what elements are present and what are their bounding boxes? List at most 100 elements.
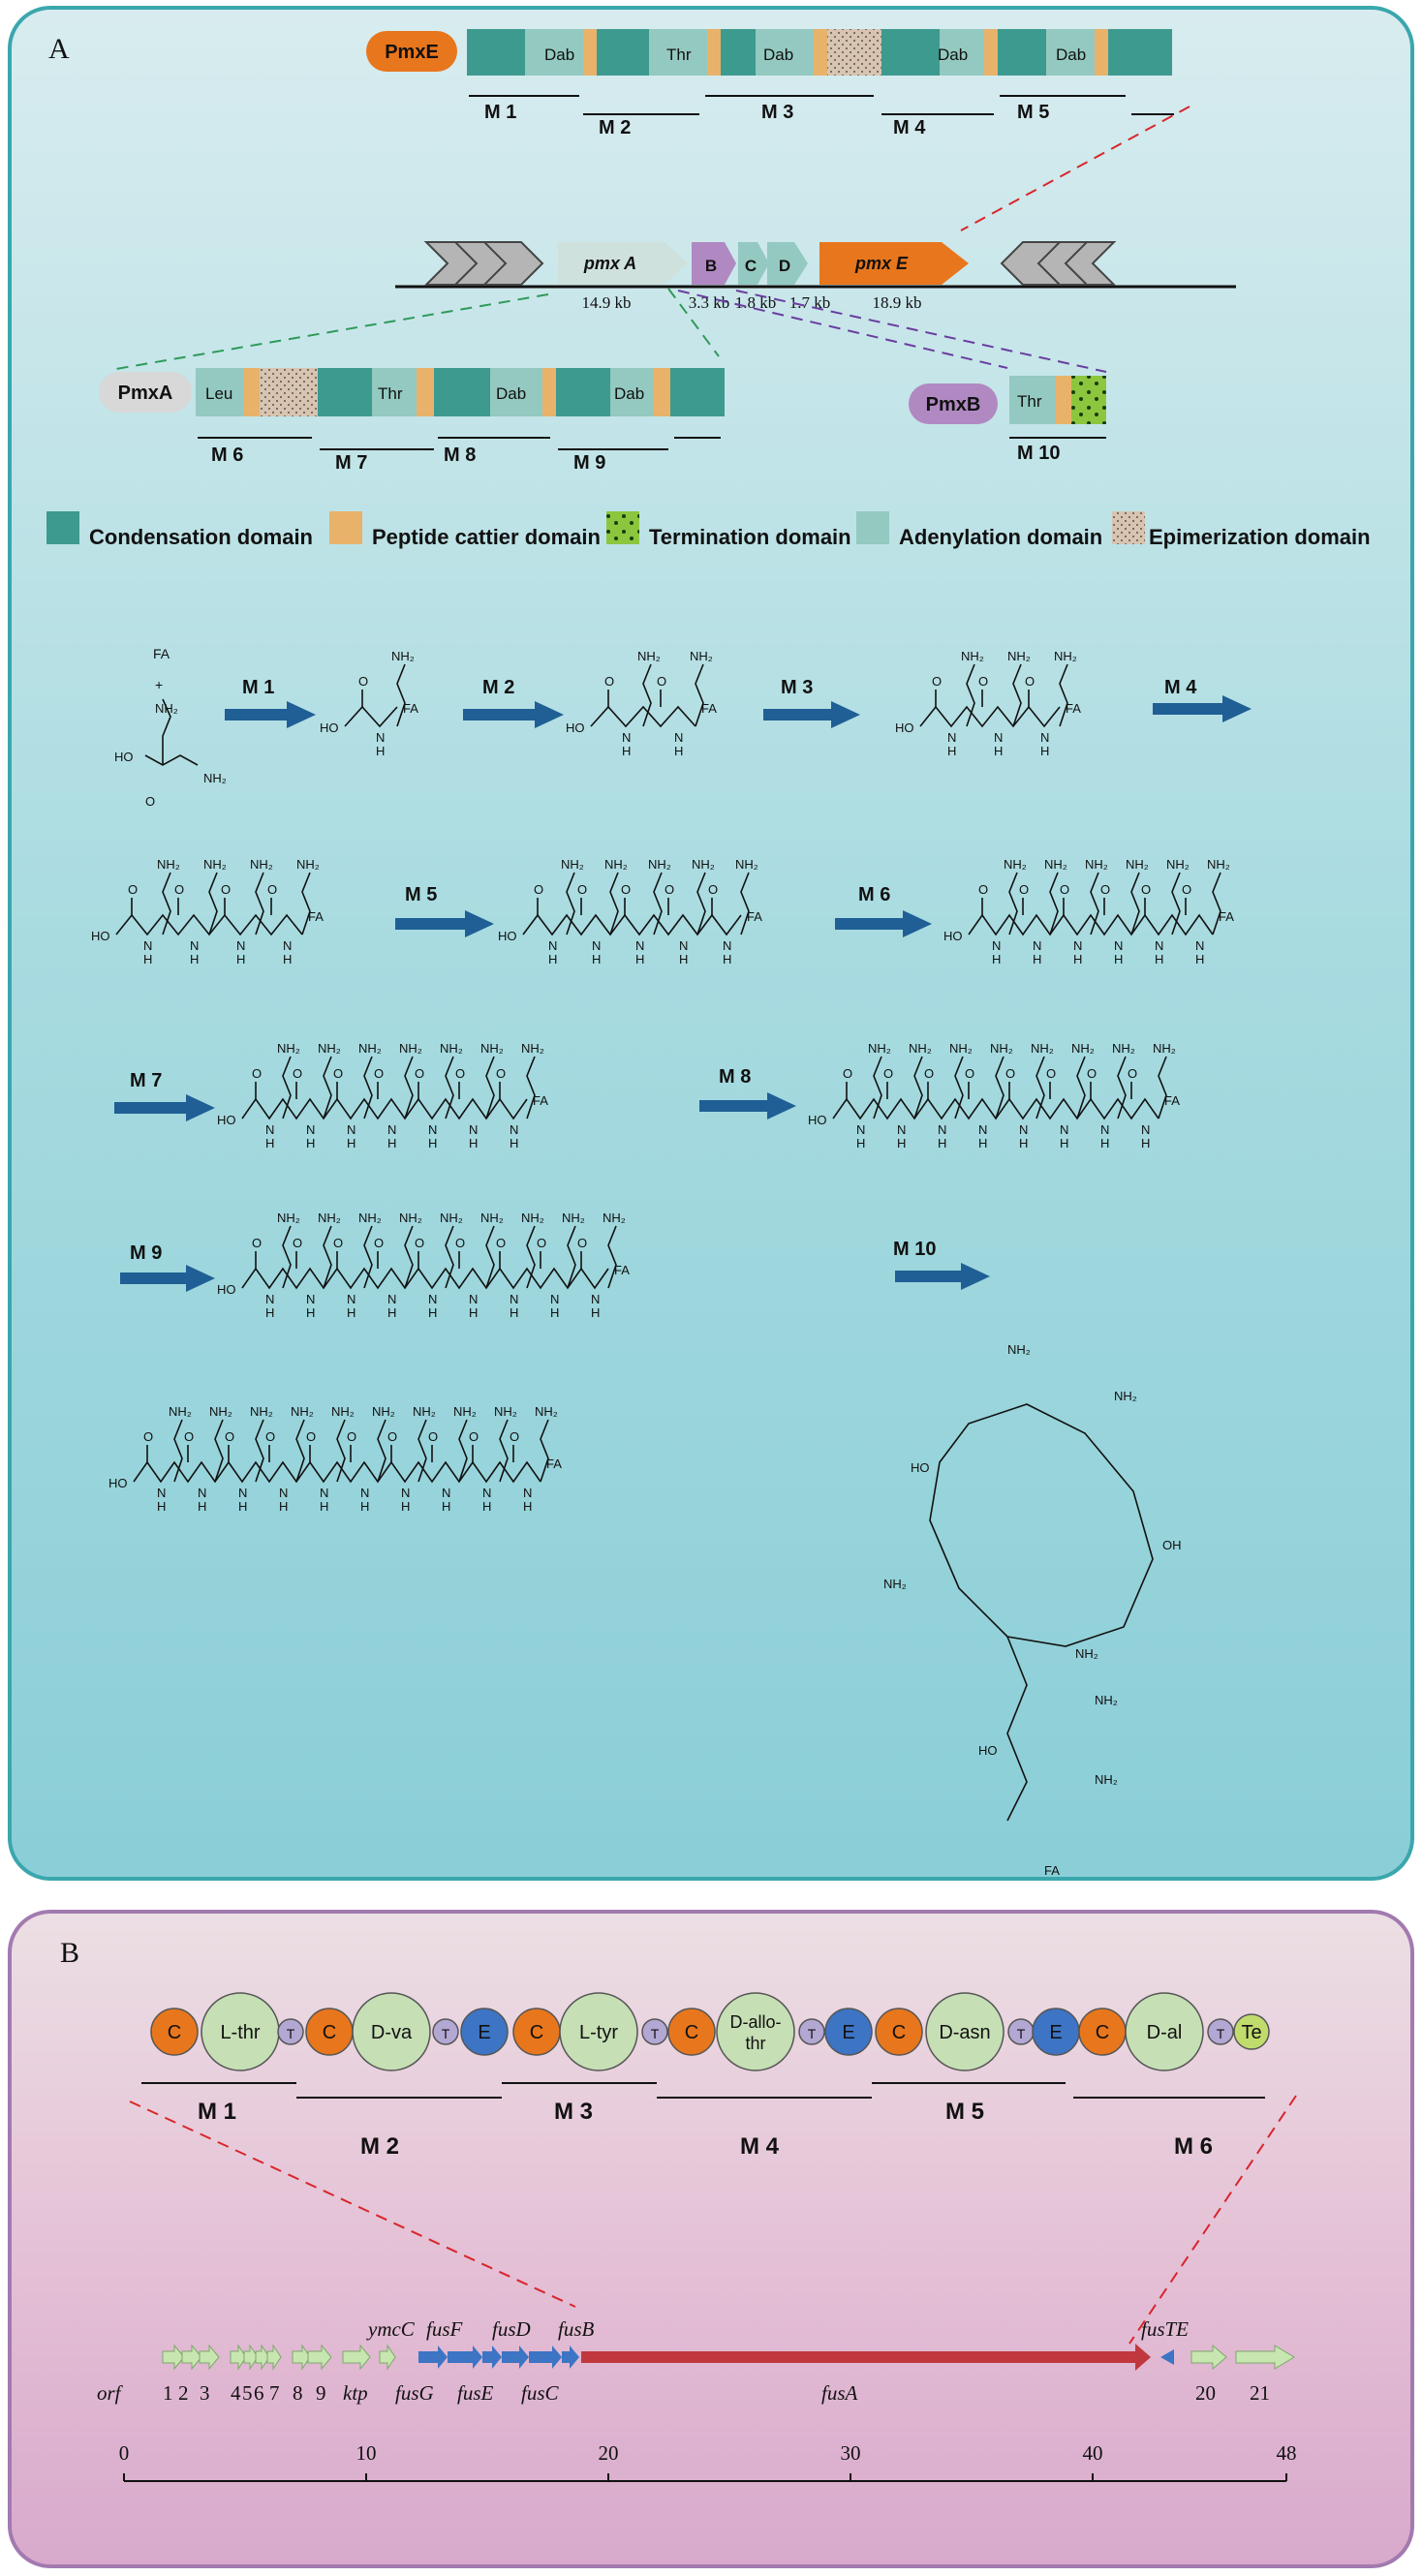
m3-product-n-2: N: [1040, 730, 1049, 745]
label-orf-1: 1: [163, 2381, 173, 2405]
m2-product-side-1: [695, 663, 704, 727]
m9-product-h-8: H: [591, 1305, 600, 1320]
adenylation-domain: [372, 368, 417, 416]
m7-product-n-5: N: [469, 1122, 478, 1137]
m7-product-n-0: N: [265, 1122, 274, 1137]
m5-product-side-2: [653, 872, 663, 935]
m8-product-nh2-5: NH₂: [1071, 1041, 1095, 1056]
m10-product-side-1: [214, 1419, 224, 1483]
nrps-domain-label-10: C: [685, 2022, 698, 2043]
pathway-label-m4: M 4: [1164, 677, 1197, 698]
m4-product-h-1: H: [190, 952, 199, 966]
size-pmxD: 1.7 kb: [789, 293, 831, 312]
m8-product-h-6: H: [1100, 1136, 1109, 1150]
m6-product-side-3: [1130, 872, 1140, 935]
adenylation-domain: [1046, 29, 1095, 76]
m10-product-n-5: N: [360, 1486, 369, 1500]
nrps-domain-label-14: C: [892, 2022, 906, 2043]
pmx-gene-cluster: pmx A B C D pmx E 14.9 kb 3.3 kb 1.8 kb …: [109, 106, 1236, 373]
m8-product-nh2-3: NH₂: [990, 1041, 1013, 1056]
m6-product-h-5: H: [1195, 952, 1204, 966]
nrps-domain-label-1: L-thr: [220, 2022, 260, 2043]
m2-product-o-0: O: [604, 674, 614, 689]
pathway-arrow-7: [114, 1094, 215, 1121]
m8-product-side-1: [913, 1056, 923, 1119]
m7-product-o-2: O: [333, 1066, 343, 1081]
m6-product-side-4: [1171, 872, 1181, 935]
label-orf-4: 4: [231, 2381, 241, 2405]
legend-termination: Termination domain: [649, 525, 851, 549]
plus-sign: +: [155, 677, 163, 692]
m10-product-o-3: O: [265, 1429, 275, 1444]
m7-product-h-2: H: [347, 1136, 356, 1150]
nrps-domain-2: [277, 2018, 304, 2045]
m4-product-nh2-0: NH₂: [157, 857, 180, 872]
m10-product-n-8: N: [482, 1486, 491, 1500]
legend-swatch-condensation: [46, 511, 79, 544]
m9-product-o-1: O: [293, 1236, 302, 1250]
m7-product-nh2-5: NH₂: [480, 1041, 504, 1056]
m2-product-fa: FA: [701, 701, 717, 716]
panel-b-module-2: M 2: [360, 2133, 399, 2160]
nrps-domain-label-15: D-asn: [939, 2022, 990, 2043]
gene-pmxA-label: pmx A: [583, 254, 636, 273]
m7-product-h-3: H: [387, 1136, 396, 1150]
m3-product-side-0: [966, 663, 975, 727]
m5-product-n-2: N: [635, 938, 644, 953]
orf21-gene: [1235, 2345, 1295, 2370]
label-ktp: ktp: [343, 2381, 368, 2405]
m1-product-backbone: [344, 705, 398, 728]
m10-product-o-9: O: [510, 1429, 519, 1444]
cyclic-tail-nh2a: NH₂: [1095, 1693, 1118, 1707]
label-fusE: fusE: [457, 2381, 494, 2405]
legend-epimerization: Epimerization domain: [1149, 525, 1371, 549]
m5-product-h-2: H: [635, 952, 644, 966]
m8-product-side-5: [1076, 1056, 1086, 1119]
m9-product-nh2-5: NH₂: [480, 1211, 504, 1225]
m8-product-side-2: [954, 1056, 964, 1119]
condensation-domain: [721, 29, 756, 76]
label-orf: orf: [97, 2381, 124, 2405]
legend-carrier: Peptide cattier domain: [372, 525, 601, 549]
condensation-domain: [318, 368, 372, 416]
adenylation-domain: [1009, 376, 1056, 424]
m4-product-fa: FA: [308, 909, 324, 924]
m1-product-h-0: H: [376, 744, 385, 758]
m2-product-n-0: N: [622, 730, 631, 745]
m7-product-o-5: O: [455, 1066, 465, 1081]
m3-product-backbone: [919, 705, 1061, 728]
m8-product-n-3: N: [978, 1122, 987, 1137]
orf20-gene: [1190, 2344, 1227, 2371]
m6-product-side-5: [1212, 872, 1221, 935]
m10-product-h-5: H: [360, 1499, 369, 1514]
carrier-domain: [542, 368, 556, 416]
m3-product-fa: FA: [1066, 701, 1081, 716]
m2-product-o-1: O: [657, 674, 666, 689]
pmxA-domain-1: Leu: [205, 384, 232, 403]
label-orf-7: 7: [269, 2381, 280, 2405]
nrps-domain-20: [1207, 2018, 1234, 2045]
m8-product-side-3: [995, 1056, 1005, 1119]
m8-product-o-5: O: [1046, 1066, 1056, 1081]
start-backbone: [144, 754, 199, 766]
m9-product-n-8: N: [591, 1292, 600, 1306]
legend-adenylation: Adenylation domain: [899, 525, 1102, 549]
nrps-domain-label-21: Te: [1241, 2022, 1261, 2043]
m10-product-o-4: O: [306, 1429, 316, 1444]
m9-product-backbone: [241, 1267, 609, 1290]
m4-product-side-2: [255, 872, 264, 935]
chevrons-right: [1000, 241, 1117, 286]
m4-product-o-0: O: [128, 882, 138, 897]
gene-pmxC: [738, 242, 769, 285]
m6-product-nh2-3: NH₂: [1126, 857, 1149, 872]
m9-product-side-7: [567, 1225, 576, 1289]
m7-product-n-1: N: [306, 1122, 315, 1137]
m10-product-side-7: [458, 1419, 468, 1483]
fus-blue-genes: [418, 2346, 579, 2369]
gene-pmxA: [558, 242, 688, 285]
m8-product-side-7: [1158, 1056, 1167, 1119]
m7-product-h-5: H: [469, 1136, 478, 1150]
m9-product-h-2: H: [347, 1305, 356, 1320]
label-orf-8: 8: [293, 2381, 303, 2405]
m7-product-h-6: H: [510, 1136, 518, 1150]
